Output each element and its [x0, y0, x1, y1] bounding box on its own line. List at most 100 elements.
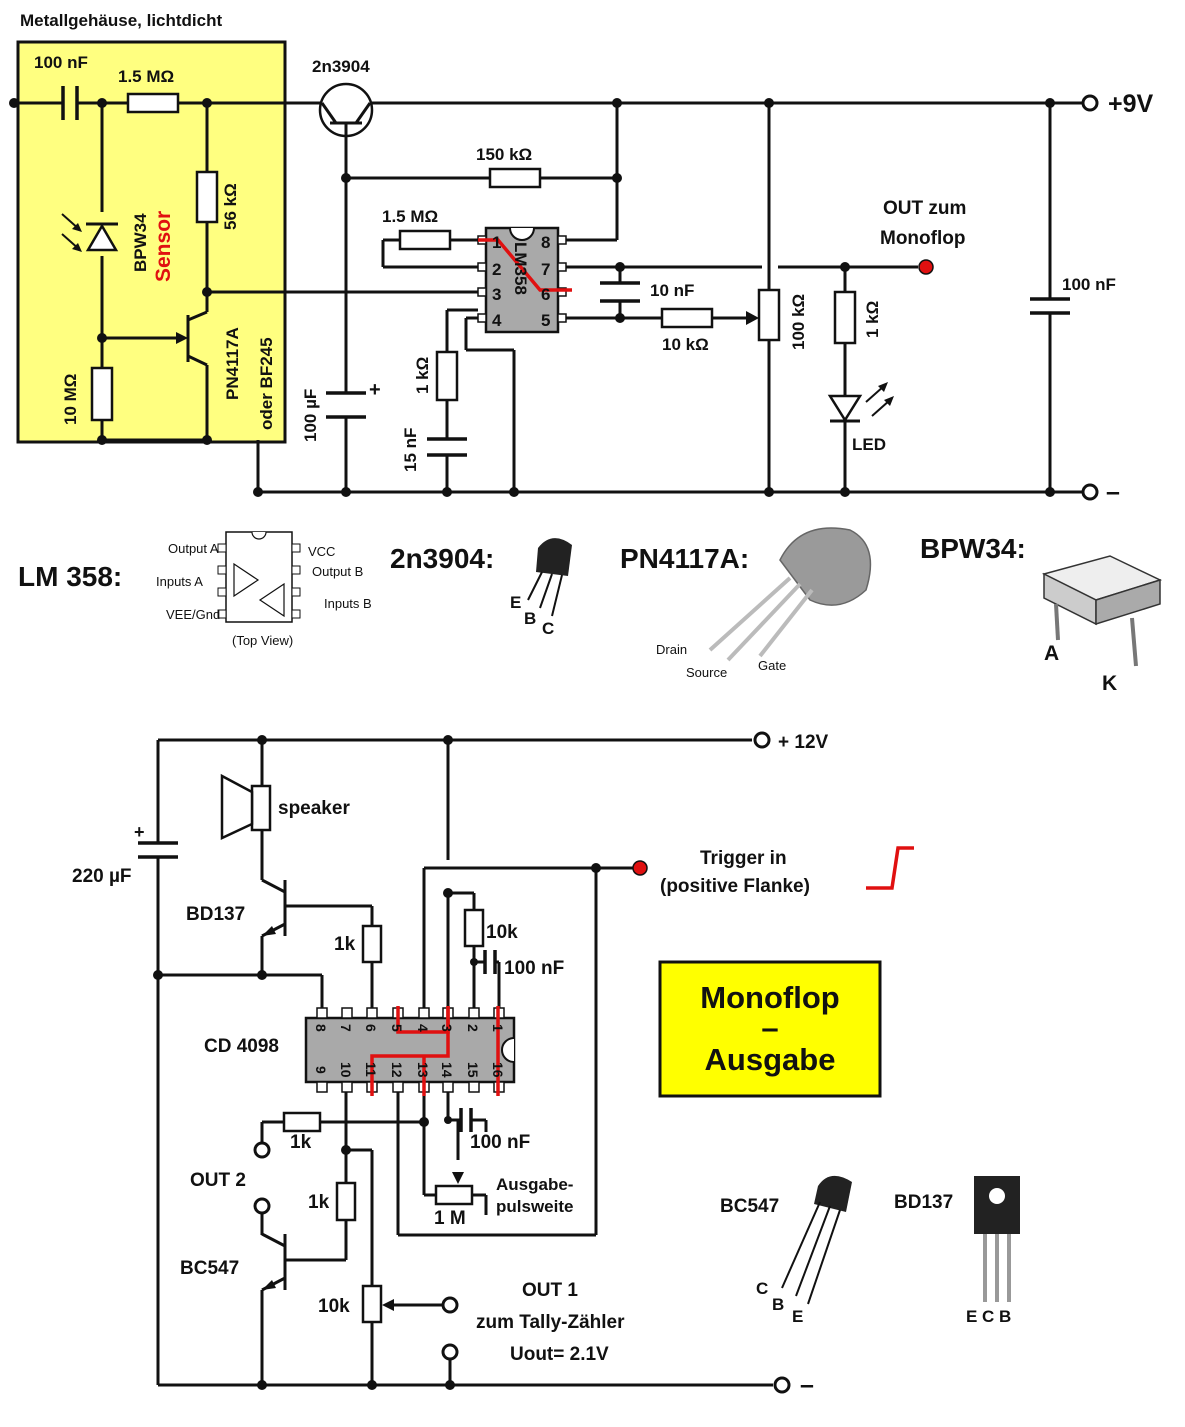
- bc547-package-drawing: [781, 1175, 852, 1305]
- vplus-12v-terminal: [753, 731, 771, 749]
- cd4098-pin-7: 7: [338, 1024, 354, 1032]
- out-to-monoflop-terminal: [918, 259, 934, 275]
- fet-pin-gate: Gate: [758, 658, 786, 673]
- lm358-vcc: VCC: [308, 544, 335, 559]
- r-150k: [488, 167, 542, 189]
- npn-pin-c: C: [542, 619, 554, 638]
- lm358-pin-2: 2: [492, 260, 501, 279]
- out1-terminal-a: [441, 1296, 459, 1314]
- pot-10k: [361, 1284, 394, 1324]
- c-15n-label: 15 nF: [401, 428, 420, 472]
- pot-1m-label: 1 M: [434, 1208, 466, 1229]
- housing-label: Metallgehäuse, lichtdicht: [20, 11, 222, 30]
- pulse-width-label-2: pulsweite: [496, 1197, 573, 1216]
- bpw34-drawing: [1041, 555, 1163, 667]
- c-10n-label: 10 nF: [650, 281, 694, 300]
- jfet-symbol: [176, 310, 208, 367]
- r-1k-label: 1 kΩ: [413, 357, 432, 394]
- c-100n-supply: [1030, 297, 1070, 315]
- c-220u-electrolytic: +: [134, 822, 178, 859]
- r-1k-led-label: 1 kΩ: [863, 301, 882, 338]
- lm358-pin-8: 8: [541, 233, 550, 252]
- lm358-top-view: (Top View): [232, 633, 293, 648]
- sensor-part-label: BPW34: [131, 213, 150, 272]
- cd4098-pin-4: 4: [415, 1024, 431, 1032]
- r-1k-base-label: 1k: [334, 934, 356, 955]
- bd137-part-title: BD137: [894, 1192, 953, 1213]
- lm358-pin-5: 5: [541, 311, 550, 330]
- lm358-pin-6: 6: [541, 285, 550, 304]
- pulse-width-label-1: Ausgabe-: [496, 1175, 573, 1194]
- lm358-chip-label: LM358: [511, 242, 530, 295]
- vplus-9v-terminal: [1081, 94, 1099, 112]
- r-10m-label: 10 MΩ: [61, 374, 80, 425]
- c-input-100n: [61, 86, 79, 120]
- photodiode-symbol: [61, 213, 119, 252]
- ground-terminal-bottom: [773, 1376, 791, 1394]
- ground-label-bottom: –: [800, 1371, 814, 1399]
- r-56k: [195, 170, 219, 224]
- r-1k-out2: [282, 1111, 322, 1133]
- cd4098-pin-8: 8: [313, 1024, 329, 1032]
- pot-10k-label: 10k: [318, 1296, 350, 1317]
- r-10k-timing-label: 10k: [486, 922, 518, 943]
- r-10k: [660, 307, 714, 329]
- out-label-2: Monoflop: [880, 228, 965, 249]
- cd4098-pin-15: 15: [465, 1062, 481, 1078]
- pot-100k: [746, 288, 781, 342]
- bc547-pin-c: C: [756, 1279, 768, 1298]
- lm358-chip: [477, 226, 572, 334]
- diode-pinout-title: BPW34:: [920, 533, 1026, 564]
- sensor-word-label: Sensor: [152, 211, 175, 282]
- r-input-1m5: [126, 92, 180, 114]
- bc547-pin-e: E: [792, 1307, 803, 1326]
- c-220u-label: 220 µF: [72, 866, 132, 887]
- svg-text:+: +: [369, 379, 381, 401]
- cd4098-pin-14: 14: [439, 1062, 455, 1078]
- led-label: LED: [852, 435, 886, 454]
- lm358-inputs-b: Inputs B: [324, 596, 372, 611]
- r-10m: [90, 366, 114, 422]
- npn-part-label: 2n3904: [312, 57, 370, 76]
- ground-label-top: –: [1106, 478, 1120, 506]
- lm358-pin-4: 4: [492, 311, 502, 330]
- lm358-pinout-title: LM 358:: [18, 561, 122, 592]
- r-1k-bc547-label: 1k: [308, 1192, 330, 1213]
- npn-pin-e: E: [510, 593, 521, 612]
- out-label-1: OUT zum: [883, 198, 966, 219]
- bd137-pins: E C B: [966, 1307, 1011, 1326]
- cd4098-pin-13: 13: [415, 1062, 431, 1078]
- monoflop-title-box: [658, 960, 882, 1098]
- lm358-pin-1: 1: [492, 233, 501, 252]
- lm358-inputs-a: Inputs A: [156, 574, 203, 589]
- cd4098-pin-9: 9: [313, 1066, 329, 1074]
- cd4098-pin-6: 6: [363, 1024, 379, 1032]
- monoflop-title-2: –: [761, 1010, 778, 1045]
- cd4098-pin-5: 5: [389, 1024, 405, 1032]
- r-1k-bc547-base: [335, 1181, 357, 1222]
- cd4098-chip: [304, 1006, 516, 1096]
- bottom-junctions: [153, 735, 601, 1390]
- fet-part-label: PN4117A: [223, 327, 242, 400]
- pot-1m: [434, 1172, 474, 1206]
- trigger-label-1: Trigger in: [700, 848, 787, 869]
- out2-terminal-a: [253, 1141, 271, 1159]
- r-feedback-label: 1.5 MΩ: [382, 207, 438, 226]
- out2-label: OUT 2: [190, 1170, 246, 1191]
- fet-pinout-title: PN4117A:: [620, 543, 749, 574]
- r-feedback-1m5: [398, 229, 452, 251]
- bc547-symbol: [261, 1232, 287, 1292]
- led-symbol: [827, 382, 894, 423]
- r-1k: [435, 350, 459, 402]
- cd4098-pin-2: 2: [465, 1024, 481, 1032]
- bc547-label: BC547: [180, 1258, 239, 1279]
- lm358-pin-7: 7: [541, 260, 550, 279]
- npn-pinout-title: 2n3904:: [390, 543, 494, 574]
- diode-pin-a: A: [1044, 642, 1059, 665]
- cd4098-pin-1: 1: [490, 1024, 506, 1032]
- cd4098-pin-3: 3: [439, 1024, 455, 1032]
- uout-label: Uout= 2.1V: [510, 1344, 609, 1365]
- fet-pin-drain: Drain: [656, 642, 687, 657]
- cd4098-label: CD 4098: [204, 1036, 279, 1057]
- c-100n-timing-a: [483, 950, 497, 974]
